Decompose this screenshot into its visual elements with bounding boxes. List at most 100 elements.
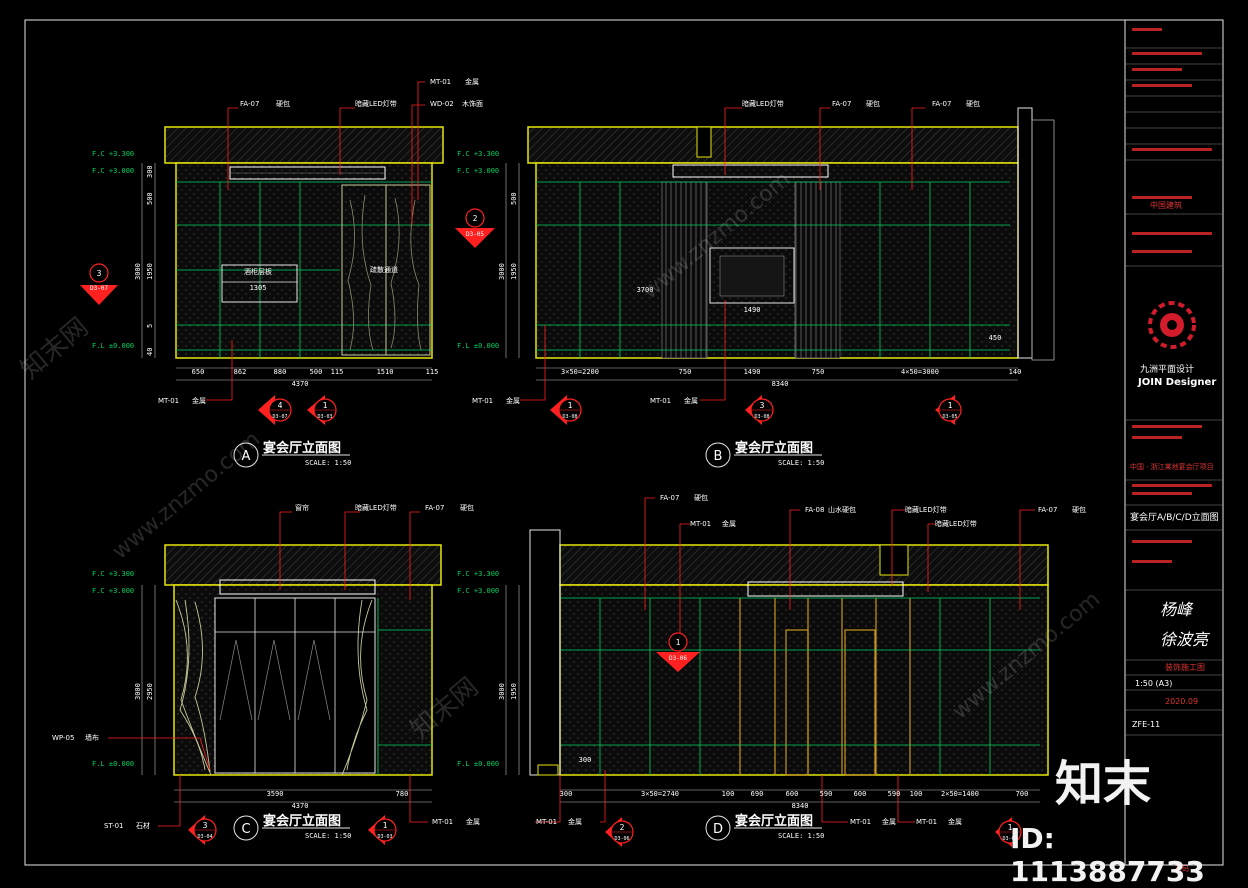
level-top-d: F.C +3.300 xyxy=(457,570,499,578)
d-hdim-14: 100 xyxy=(910,790,923,798)
a-hdim-3: 500 xyxy=(310,368,323,376)
level-floor-c: F.L ±0.000 xyxy=(92,760,134,768)
a-vdim-0: 300 xyxy=(146,165,154,178)
d-hdim-6: 600 xyxy=(786,790,799,798)
d-marker-1-ref: D3-06 xyxy=(1002,836,1017,842)
b-marker-2-ref: D3-05 xyxy=(942,414,957,420)
b-hdim-6: 750 xyxy=(812,368,825,376)
a-marker-0-ref: D3-07 xyxy=(272,414,287,420)
a-marker-0-num: 4 xyxy=(278,401,283,410)
a-hdim-1: 862 xyxy=(234,368,247,376)
b-vdim-2: 500 xyxy=(510,192,518,205)
a-total-h: 4370 xyxy=(292,380,309,388)
scale-d: SCALE: 1:50 xyxy=(778,832,824,840)
d-vdim-3: 1950 xyxy=(510,683,518,700)
c-st01: ST-01 xyxy=(104,822,124,830)
c-hdim-1: 780 xyxy=(396,790,409,798)
c-mt01: MT-01 xyxy=(432,818,453,826)
tb-sig1: 杨峰 xyxy=(1160,600,1193,619)
a-hdim-0: 650 xyxy=(192,368,205,376)
a-vdim-6: 40 xyxy=(146,348,154,356)
c-hdim-0: 3590 xyxy=(267,790,284,798)
a-hdim-6: 115 xyxy=(426,368,439,376)
svg-text:知末: 知末 xyxy=(1055,756,1151,812)
c-fa07: FA-07 xyxy=(425,504,444,512)
title-letter-d: D xyxy=(713,822,723,837)
level-floor-d: F.L ±0.000 xyxy=(457,760,499,768)
a-mt01-bottom: MT-01 xyxy=(158,397,179,405)
b-section-num: 2 xyxy=(473,214,478,223)
d-mt01-3: MT-01 xyxy=(916,818,937,826)
a-section-ref: D3-07 xyxy=(90,285,108,292)
title-letter-a: A xyxy=(242,449,251,464)
d-fa07-1: FA-07 xyxy=(660,494,679,502)
level-top-b: F.C +3.300 xyxy=(457,150,499,158)
level-mid-c: F.C +3.000 xyxy=(92,587,134,595)
level-floor-b: F.L ±0.000 xyxy=(457,342,499,350)
level-mid-a: F.C +3.000 xyxy=(92,167,134,175)
a-vdim-3: 1950 xyxy=(146,263,154,280)
a-led: 暗藏LED灯带 xyxy=(355,99,397,108)
a-wine: 酒柜层板 xyxy=(244,267,272,276)
c-wp05: WP-05 xyxy=(52,734,74,742)
b-marker-0-ref: D3-08 xyxy=(562,414,577,420)
b-mt01-1: MT-01 xyxy=(472,397,493,405)
b-mt01-1-desc: 金属 xyxy=(506,396,520,405)
b-hdim-4: 1490 xyxy=(744,368,761,376)
c-wp05-desc: 墙布 xyxy=(85,733,99,742)
tb-drawing-name: 宴会厅A/B/C/D立面图 xyxy=(1130,513,1219,523)
scale-c: SCALE: 1:50 xyxy=(305,832,351,840)
scale-b: SCALE: 1:50 xyxy=(778,459,824,467)
d-mt01-top: MT-01 xyxy=(690,520,711,528)
d-mt01-top-desc: 金属 xyxy=(722,519,736,528)
a-door: 疏散通道 xyxy=(370,265,398,274)
title-d: 宴会厅立面图 xyxy=(735,813,813,829)
d-mt01-3-desc: 金属 xyxy=(948,817,962,826)
tb-company-cn: 九洲平面设计 xyxy=(1140,365,1195,375)
d-hdim-10: 600 xyxy=(854,790,867,798)
tb-sig2: 徐波亮 xyxy=(1160,630,1209,649)
b-mid-3700: 3700 xyxy=(637,286,654,294)
watermark-id: ID: 1113887733 xyxy=(1010,822,1205,888)
d-hdim-15: 2×50=1400 xyxy=(941,790,979,798)
d-hdim-12: 590 xyxy=(888,790,901,798)
level-mid-b: F.C +3.000 xyxy=(457,167,499,175)
tb-date: 2020.09 xyxy=(1165,697,1199,706)
title-block-rows xyxy=(1125,47,1223,736)
b-marker-1-ref: D3-08 xyxy=(754,414,769,420)
b-fa07-1-desc: 硬包 xyxy=(866,99,880,108)
a-fa07-desc: 硬包 xyxy=(276,99,290,108)
b-section-ref: D3-05 xyxy=(466,231,484,238)
elevation-b xyxy=(505,107,1055,401)
tb-sheet: 页码 xyxy=(1175,865,1189,873)
c-curtain-label: 窗帘 xyxy=(295,503,309,512)
scale-a: SCALE: 1:50 xyxy=(305,459,351,467)
a-mt01-bottom-desc: 金属 xyxy=(192,396,206,405)
c-fa07-desc: 硬包 xyxy=(460,503,474,512)
a-marker-1-num: 1 xyxy=(323,401,328,410)
d-mid-300: 300 xyxy=(579,756,592,764)
d-fa07-2-desc: 硬包 xyxy=(1072,505,1086,514)
d-section-num: 1 xyxy=(676,638,681,647)
a-hdim-2: 880 xyxy=(274,368,287,376)
b-mt01-2: MT-01 xyxy=(650,397,671,405)
tb-phase: 装饰施工图 xyxy=(1165,663,1205,672)
c-vdim-2: 2950 xyxy=(146,683,154,700)
d-hdim-4: 690 xyxy=(751,790,764,798)
level-floor-a: F.L ±0.000 xyxy=(92,342,134,350)
b-marker-2-num: 1 xyxy=(948,401,953,410)
a-hdim-4: 115 xyxy=(331,368,344,376)
tb-project: 中国 · 浙江某地宴会厅项目 xyxy=(1130,463,1214,471)
d-total-h: 8340 xyxy=(792,802,809,810)
d-mt01-2: MT-01 xyxy=(850,818,871,826)
level-top-a: F.C +3.300 xyxy=(92,150,134,158)
d-hdim-2: 100 xyxy=(722,790,735,798)
company-logo xyxy=(1148,301,1196,349)
a-mt01: MT-01 xyxy=(430,78,451,86)
d-led-1: 暗藏LED灯带 xyxy=(905,505,947,514)
b-total-v: 3000 xyxy=(498,263,506,280)
b-hdim-2: 750 xyxy=(679,368,692,376)
d-led-2: 暗藏LED灯带 xyxy=(935,519,977,528)
d-fa07-2: FA-07 xyxy=(1038,506,1057,514)
